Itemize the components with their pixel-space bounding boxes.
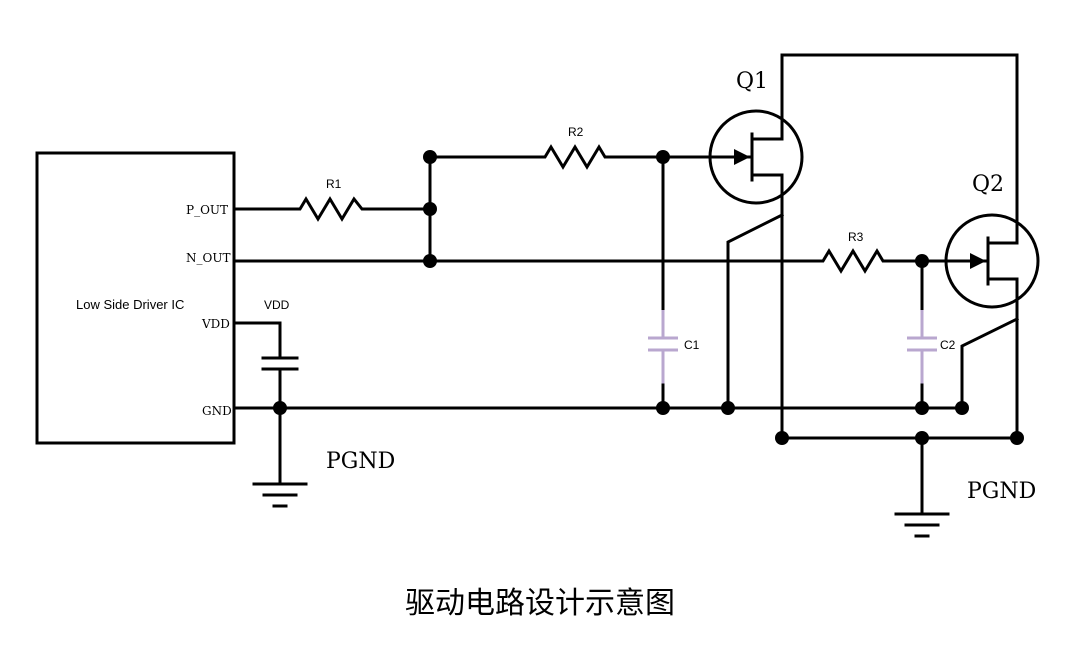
vdd-label: VDD [264, 298, 290, 312]
r2-label: R2 [568, 125, 584, 139]
q2-return-wire [960, 316, 1020, 410]
c2-label: C2 [940, 338, 956, 352]
diagram-caption: 驱动电路设计示意图 [405, 586, 675, 621]
node-q1-gate [656, 150, 670, 164]
driver-ic-name: Low Side Driver IC [76, 297, 184, 312]
junction-nodes [273, 150, 1024, 445]
node-n-out-junction [423, 254, 437, 268]
q1-return-wire [726, 212, 785, 410]
left-pgnd-label: PGND [326, 449, 395, 474]
q1-mosfet-icon [708, 109, 804, 206]
node-r1-junction [423, 202, 437, 216]
r3-label: R3 [848, 230, 864, 244]
r2-wire [428, 144, 714, 170]
c1-label: C1 [684, 338, 700, 352]
pin-vdd: VDD [201, 317, 230, 331]
node-q1-return [721, 401, 735, 415]
q1-label: Q1 [736, 69, 768, 94]
q1-drain-wire [780, 53, 1019, 232]
q2-label: Q2 [972, 172, 1004, 197]
n-out-wire [232, 248, 948, 274]
node-c1-gnd [656, 401, 670, 415]
pin-p-out: P_OUT [186, 203, 228, 217]
c1-plates [648, 310, 678, 385]
c2-plates [907, 310, 937, 385]
r1-label: R1 [326, 177, 342, 191]
node-pgnd-right [1010, 431, 1024, 445]
node-q2-return [955, 401, 969, 415]
node-pgnd-mid [915, 431, 929, 445]
driver-ic-box [35, 151, 236, 445]
right-ground-symbol [894, 436, 950, 538]
node-q2-gate [915, 254, 929, 268]
pin-gnd: GND [202, 404, 232, 418]
node-r2-junction [423, 150, 437, 164]
pin-n-out: N_OUT [186, 251, 230, 265]
p-out-wire [232, 196, 432, 222]
right-pgnd-label: PGND [967, 479, 1036, 504]
node-gnd-left [273, 401, 287, 415]
left-ground-symbol [252, 406, 308, 508]
node-pgnd-left [775, 431, 789, 445]
q2-mosfet-icon [944, 213, 1040, 310]
node-c2-gnd [915, 401, 929, 415]
vdd-wire [232, 321, 299, 410]
